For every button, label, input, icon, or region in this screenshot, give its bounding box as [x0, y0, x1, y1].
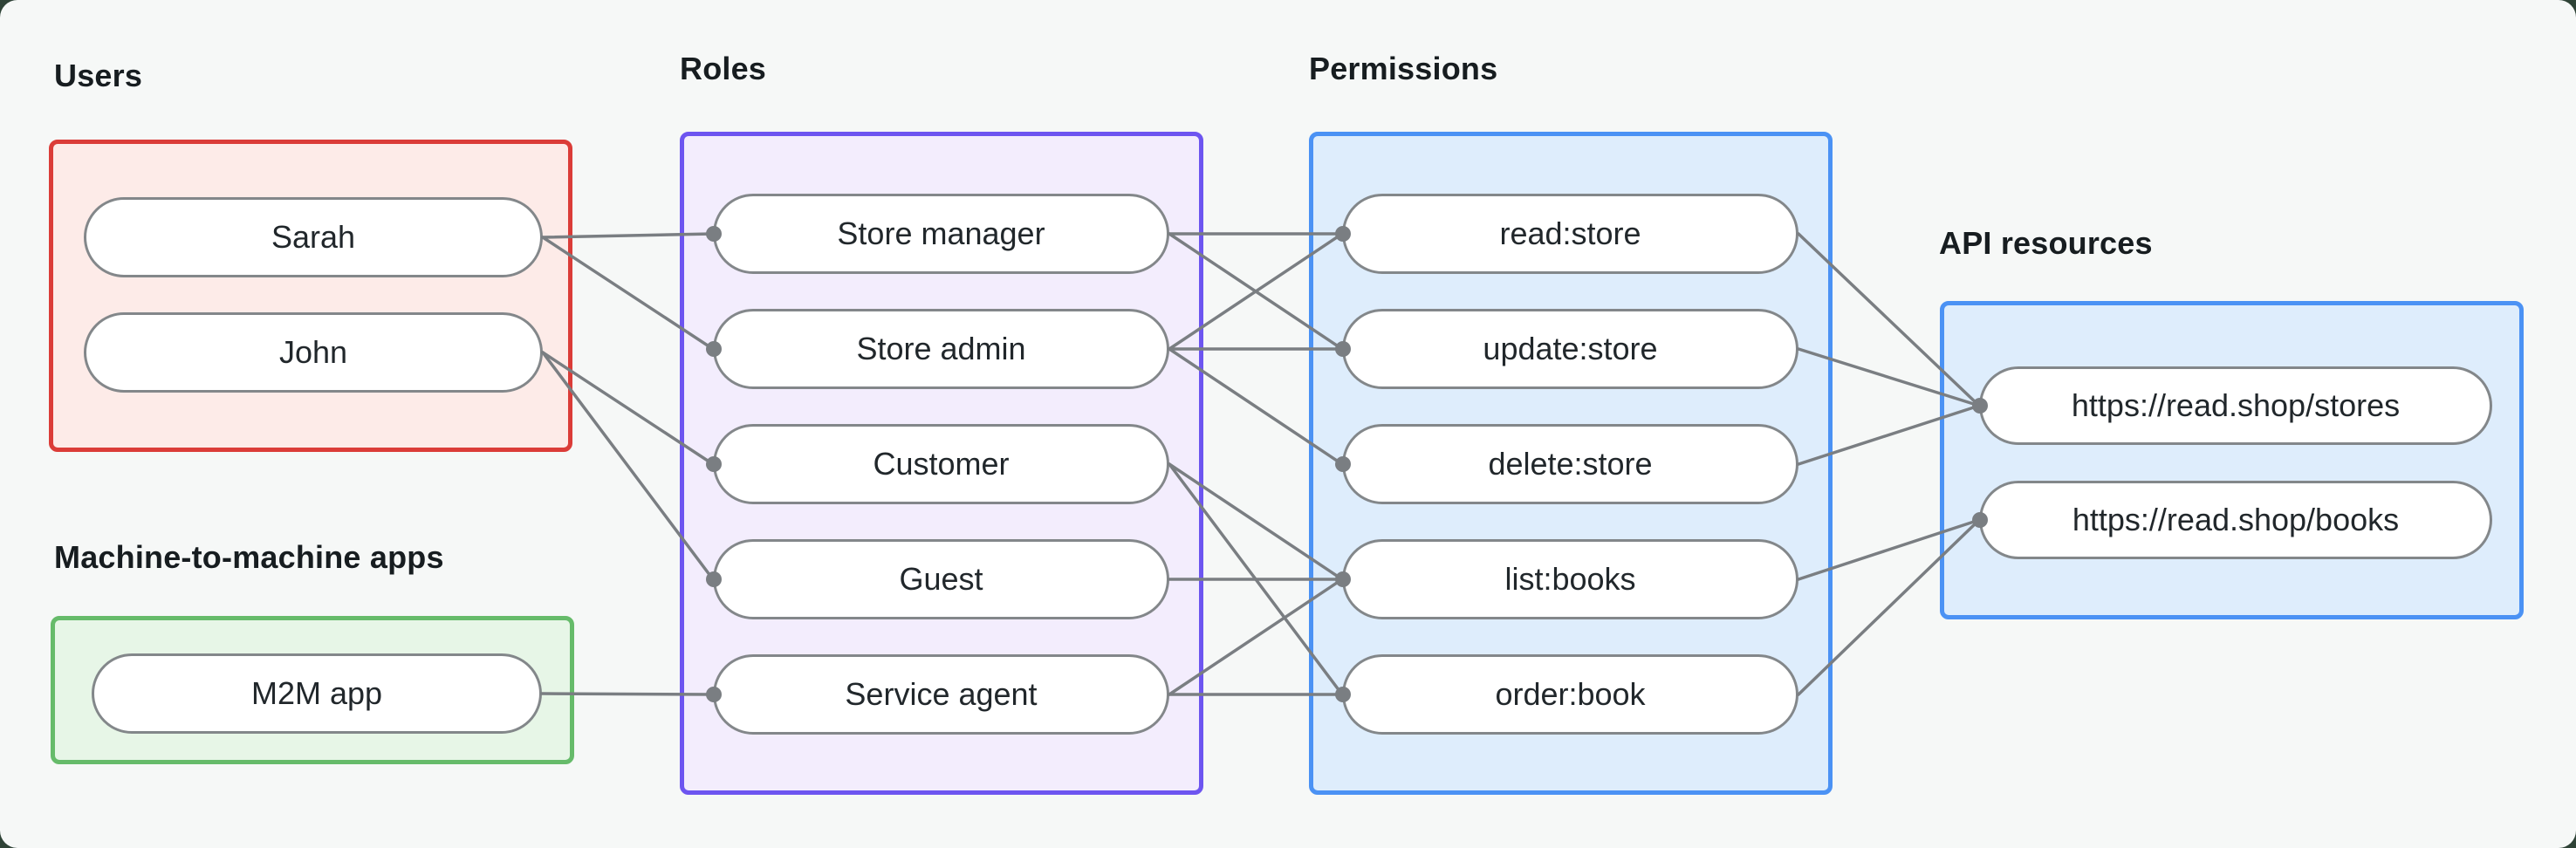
roles-section-label: Roles — [680, 51, 767, 86]
node-books: https://read.shop/books — [1979, 481, 2492, 559]
node-delete-store: delete:store — [1342, 424, 1798, 504]
permissions-group-box: read:store update:store delete:store list:b… — [1309, 132, 1833, 795]
node-stores: https://read.shop/stores — [1979, 366, 2492, 445]
node-list-books: list:books — [1342, 539, 1798, 619]
node-service-agent: Service agent — [713, 654, 1169, 735]
permissions-section-label: Permissions — [1309, 51, 1498, 86]
api-resources-group-box: https://read.shop/stores https://read.sho… — [1940, 301, 2524, 619]
node-guest: Guest — [713, 539, 1169, 619]
users-section-label: Users — [54, 58, 143, 93]
node-sarah: Sarah — [84, 197, 543, 277]
node-customer: Customer — [713, 424, 1169, 504]
node-read-store: read:store — [1342, 194, 1798, 274]
node-update-store: update:store — [1342, 309, 1798, 389]
node-store-admin: Store admin — [713, 309, 1169, 389]
node-order-book: order:book — [1342, 654, 1798, 735]
node-john: John — [84, 312, 543, 393]
m2m-apps-group-box: M2M app — [51, 616, 574, 764]
api-resources-section-label: API resources — [1939, 225, 2153, 261]
node-store-manager: Store manager — [713, 194, 1169, 274]
node-m2m-app: M2M app — [92, 653, 542, 734]
m2m-apps-section-label: Machine-to-machine apps — [54, 539, 444, 575]
